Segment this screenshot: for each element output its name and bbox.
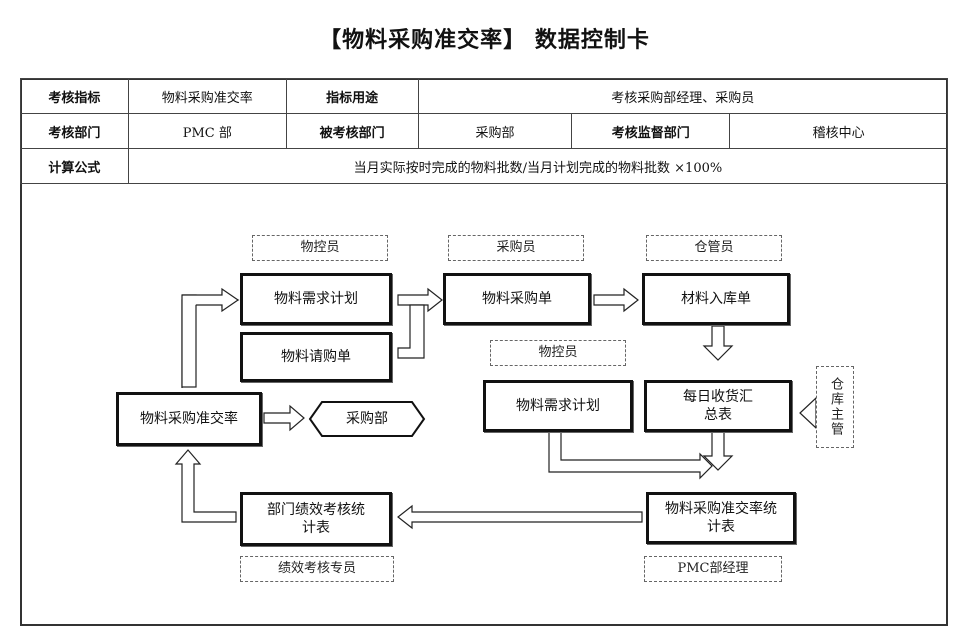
arrow-plan-to-po	[397, 287, 443, 313]
arrow-summary-down	[702, 431, 734, 471]
role-warehouse-keeper: 仓管员	[646, 235, 782, 261]
table-row: 计算公式 当月实际按时完成的物料批数/当月计划完成的物料批数 ×100%	[20, 148, 949, 184]
arrow-center-to-dept	[263, 404, 305, 432]
arrow-po-to-receipt	[593, 287, 639, 313]
box-purchase-dept: 采购部	[346, 411, 388, 427]
connector-requisition-plan	[397, 304, 425, 359]
arrow-stats-to-performance	[397, 504, 643, 530]
table-row: 考核部门 PMC 部 被考核部门 采购部 考核监督部门 稽核中心	[20, 113, 948, 149]
page-title: 【物料采购准交率】 数据控制卡	[319, 28, 650, 53]
role-warehouse-supervisor: 仓库主管	[816, 366, 854, 448]
purchase-dept-hexagon	[308, 401, 426, 437]
connector-plan2-to-stats	[548, 431, 713, 480]
box-daily-receipt-summary: 每日收货汇总表	[644, 380, 792, 432]
control-card-table: 考核指标 物料采购准交率 指标用途 考核采购部经理、采购员 考核部门 PMC 部…	[20, 78, 949, 184]
box-ontime-rate-center: 物料采购准交率	[116, 392, 262, 446]
box-material-requisition: 物料请购单	[240, 332, 392, 382]
box-purchase-order: 物料采购单	[443, 273, 591, 325]
role-buyer: 采购员	[448, 235, 584, 261]
box-dept-performance-stats: 部门绩效考核统计表	[240, 492, 392, 546]
box-material-demand-plan-2: 物料需求计划	[483, 380, 633, 432]
supervisor-dept-label: 考核监督部门	[571, 113, 731, 149]
assessed-dept-value: 采购部	[417, 113, 573, 149]
box-material-demand-plan: 物料需求计划	[240, 273, 392, 325]
role-pmc-manager: PMC部经理	[644, 556, 782, 582]
role-material-controller-mid: 物控员	[490, 340, 626, 366]
formula-label: 计算公式	[20, 148, 129, 184]
arrow-performance-up	[174, 449, 237, 523]
purpose-label: 指标用途	[285, 78, 419, 114]
role-performance-specialist: 绩效考核专员	[240, 556, 394, 582]
role-material-controller-top: 物控员	[252, 235, 388, 261]
arrow-supervisor-to-summary	[799, 396, 817, 430]
box-ontime-rate-stats: 物料采购准交率统计表	[646, 492, 796, 544]
dept-value: PMC 部	[127, 113, 287, 149]
box-warehouse-receipt: 材料入库单	[642, 273, 790, 325]
arrow-receipt-down	[702, 325, 734, 361]
formula-value: 当月实际按时完成的物料批数/当月计划完成的物料批数 ×100%	[127, 148, 949, 184]
